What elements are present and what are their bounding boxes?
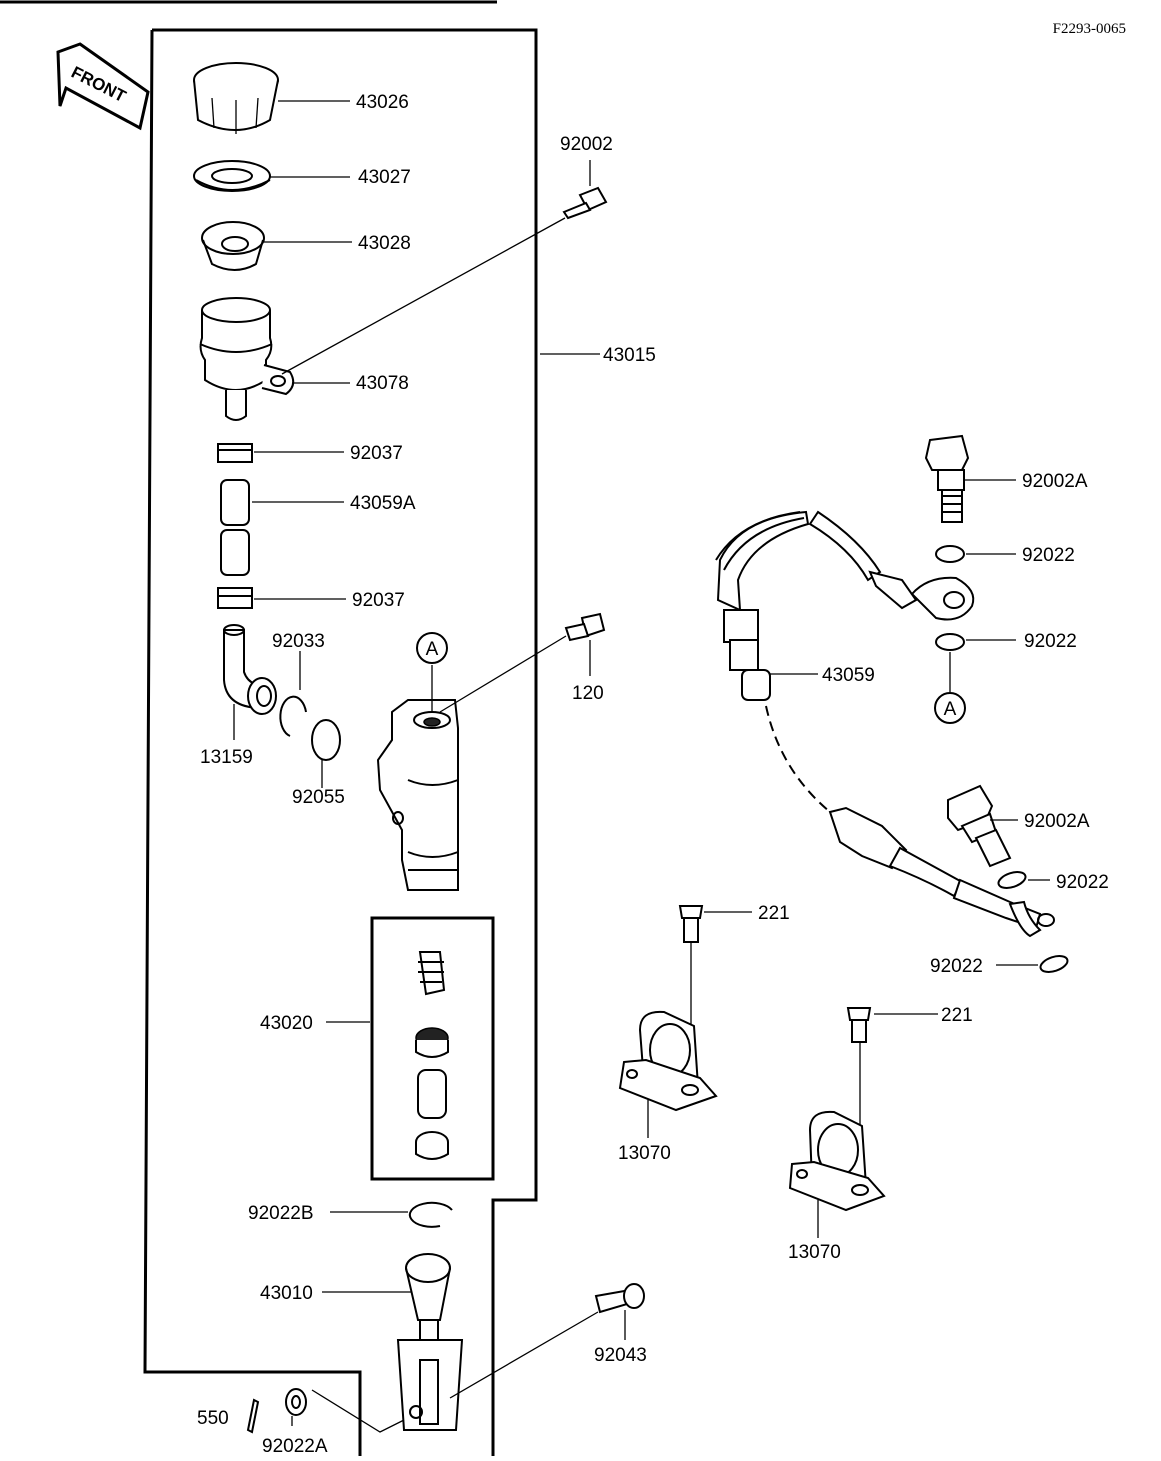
diaphragm-plate: [193, 160, 271, 192]
reference-code: F2293-0065: [1053, 21, 1126, 37]
screw-221-a: [678, 905, 704, 943]
piston-kit: [415, 951, 449, 1160]
clevis-pin: [594, 1283, 645, 1314]
o-ring-92055: [311, 719, 341, 761]
marker-A1-label: A: [426, 639, 439, 660]
label-92037-lower: 92037: [352, 590, 405, 611]
leader-92022A-assembly: [311, 1389, 405, 1433]
label-92022A: 92022A: [262, 1436, 328, 1456]
reservoir-body: [199, 297, 295, 421]
banjo-bolt-lower: [947, 784, 1012, 868]
label-92002A-lower: 92002A: [1024, 811, 1090, 832]
screw-92002: [562, 186, 608, 220]
kit-box: [370, 916, 495, 1181]
washer-92022-a: [935, 545, 965, 563]
label-92022-d: 92022: [930, 956, 983, 977]
elbow-fitting: [223, 624, 277, 715]
washer-92022-d: [1039, 955, 1069, 973]
washer-92022-c: [997, 871, 1027, 889]
reservoir-cap: [193, 62, 279, 134]
label-92022B: 92022B: [248, 1203, 314, 1224]
label-13070-a: 13070: [618, 1143, 671, 1164]
label-92022-a: 92022: [1022, 545, 1075, 566]
leader-92002: [281, 217, 566, 375]
label-43015: 43015: [603, 345, 656, 366]
label-92055: 92055: [292, 787, 345, 808]
label-43010: 43010: [260, 1283, 313, 1304]
label-92033: 92033: [272, 631, 325, 652]
marker-A1: [416, 632, 448, 664]
screw-221-b: [846, 1007, 872, 1043]
label-43020: 43020: [260, 1013, 313, 1034]
front-arrow-icon: FRONT: [56, 42, 150, 131]
diaphragm: [201, 221, 265, 271]
circlip-92033: [279, 695, 307, 737]
label-92022-b: 92022: [1024, 631, 1077, 652]
label-92002: 92002: [560, 134, 613, 155]
bracket-13070-a: [618, 1010, 718, 1112]
leader-92043-clevis: [449, 1311, 599, 1399]
bracket-13070-b: [788, 1110, 886, 1212]
hose-clamp-lower: [217, 587, 253, 609]
label-43059: 43059: [822, 665, 875, 686]
label-92002A-upper: 92002A: [1022, 471, 1088, 492]
label-43026: 43026: [356, 92, 409, 113]
assembly-border: [143, 28, 538, 1456]
marker-A2: [934, 692, 966, 724]
label-43027: 43027: [358, 167, 411, 188]
cotter-pin: [246, 1398, 260, 1434]
reservoir-hose: [220, 479, 250, 576]
washer-92022-b: [935, 633, 965, 651]
banjo-bolt-upper: [924, 434, 970, 523]
label-92037-upper: 92037: [350, 443, 403, 464]
hose-clamp-upper: [217, 443, 253, 463]
master-cylinder-body: [376, 699, 459, 891]
washer-92022A: [285, 1388, 307, 1416]
label-221-b: 221: [941, 1005, 973, 1026]
label-550: 550: [197, 1408, 229, 1429]
bolt-120: [564, 612, 606, 642]
label-43028: 43028: [358, 233, 411, 254]
label-120: 120: [572, 683, 604, 704]
push-rod: [396, 1253, 464, 1431]
label-92022-c: 92022: [1056, 872, 1109, 893]
label-221-a: 221: [758, 903, 790, 924]
circlip-92022B: [408, 1201, 453, 1228]
label-13070-b: 13070: [788, 1242, 841, 1263]
marker-A2-label: A: [944, 699, 957, 720]
leader-120-body: [439, 635, 567, 713]
label-13159: 13159: [200, 747, 253, 768]
label-43059A: 43059A: [350, 493, 416, 514]
label-92043: 92043: [594, 1345, 647, 1366]
brake-hose: [715, 510, 1055, 938]
label-43078: 43078: [356, 373, 409, 394]
